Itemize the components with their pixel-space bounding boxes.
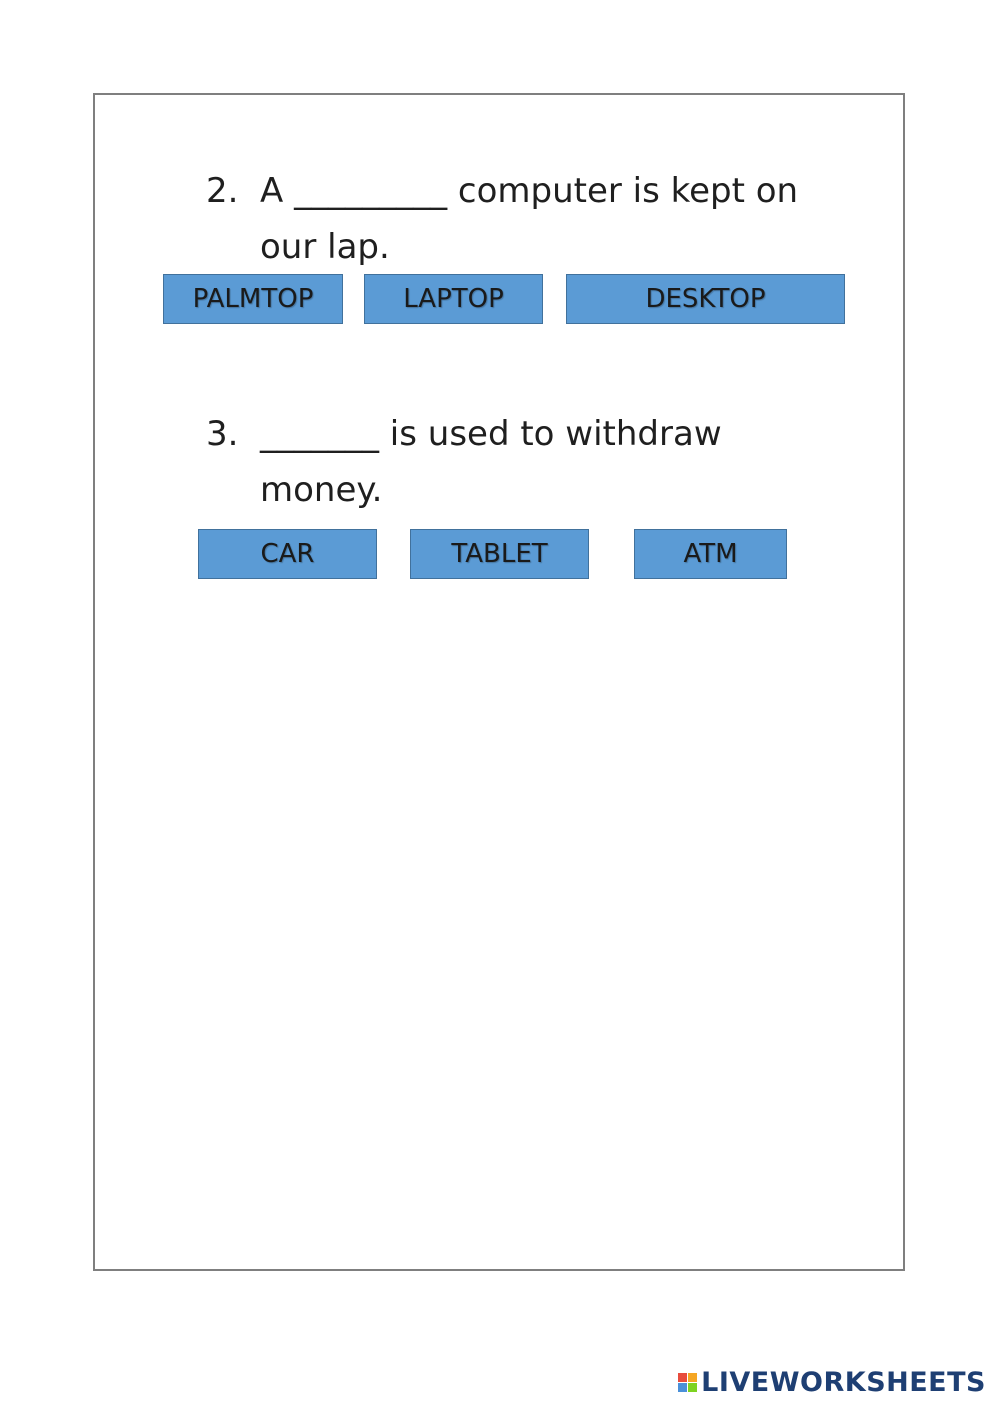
option-atm[interactable]: ATM (634, 529, 787, 579)
brand-text: LIVEWORKSHEETS (701, 1367, 986, 1398)
option-desktop[interactable]: DESKTOP (566, 274, 845, 324)
liveworksheets-logo-icon (678, 1373, 698, 1392)
option-palmtop[interactable]: PALMTOP (163, 274, 343, 324)
logo-square-1 (678, 1373, 688, 1382)
question-number: 3. (206, 414, 239, 454)
option-tablet[interactable]: TABLET (410, 529, 589, 579)
question-3: 3. _______ is used to withdraw money. (206, 406, 856, 518)
question-number: 2. (206, 171, 239, 211)
logo-square-4 (688, 1383, 698, 1392)
logo-square-2 (688, 1373, 698, 1382)
question-text: _______ is used to withdraw money. (260, 414, 722, 510)
logo-square-3 (678, 1383, 688, 1392)
question-2: 2. A _________ computer is kept on our l… (206, 163, 856, 275)
liveworksheets-brand: LIVEWORKSHEETS (678, 1367, 986, 1398)
question-text: A _________ computer is kept on our lap. (260, 171, 799, 267)
option-car[interactable]: CAR (198, 529, 377, 579)
option-laptop[interactable]: LAPTOP (364, 274, 543, 324)
